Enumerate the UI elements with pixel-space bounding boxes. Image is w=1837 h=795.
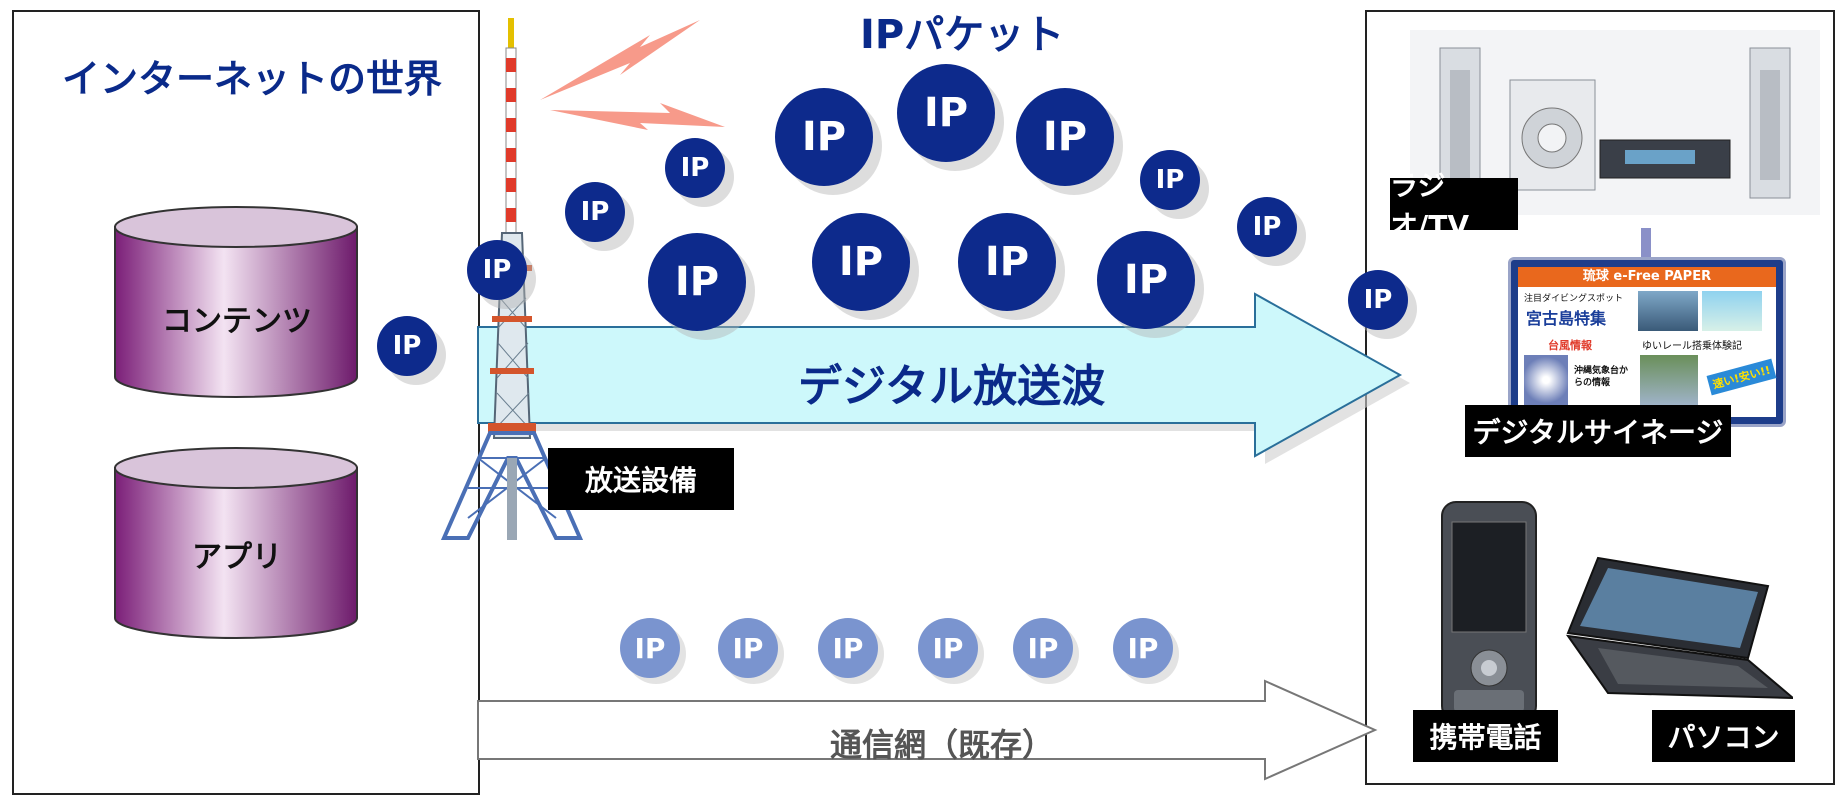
apps-label: アプリ: [192, 540, 282, 575]
ip-packet: IP: [958, 213, 1056, 311]
signage-rail: ゆいレール搭乗体験記: [1642, 341, 1742, 352]
signage-typhoon: 台風情報: [1548, 339, 1592, 352]
signage-tag: デジタルサイネージ: [1465, 405, 1731, 457]
ip-packet: IP: [1140, 150, 1200, 210]
broadcast-tower: [440, 18, 584, 540]
ip-packet: IP: [1237, 197, 1297, 257]
ip-packet-network: IP: [1113, 618, 1173, 678]
apps-cylinder: [114, 447, 358, 639]
ip-packet-network: IP: [718, 618, 778, 678]
ip-packet: IP: [775, 88, 873, 186]
network-label: 通信網（既存）: [830, 726, 1055, 764]
pc-tag: パソコン: [1652, 710, 1795, 762]
contents-label: コンテンツ: [162, 304, 312, 339]
signage-pole: [1641, 228, 1651, 258]
ip-packet: IP: [377, 316, 437, 376]
ip-packet-network: IP: [620, 618, 680, 678]
ip-packet: IP: [812, 213, 910, 311]
signage-display: 琉球 e-Free PAPER 注目ダイビングスポット 宮古島特集 台風情報 ゆ…: [1518, 267, 1777, 417]
internet-world-title: インターネットの世界: [62, 57, 443, 101]
ip-packet-network: IP: [1013, 618, 1073, 678]
ip-packet: IP: [1348, 270, 1408, 330]
ip-packet: IP: [897, 64, 995, 162]
broadcast-wave-arrow: [477, 292, 1410, 464]
signage-rail-image: [1640, 355, 1698, 405]
ip-packet: IP: [1097, 231, 1195, 329]
ip-packet: IP: [665, 138, 725, 198]
ip-packet: IP: [565, 182, 625, 242]
signage-sub: 注目ダイビングスポット: [1524, 294, 1624, 304]
signage-typhoon-image: [1524, 355, 1568, 405]
network-arrow: [477, 679, 1378, 781]
signage-photo-beach: [1702, 291, 1762, 331]
signage-promo: 速い!安い!!: [1706, 358, 1777, 396]
broadcast-wave-label: デジタル放送波: [798, 361, 1106, 412]
ip-packet-network: IP: [918, 618, 978, 678]
broadcast-equipment-tag: 放送設備: [548, 448, 734, 510]
ip-packet-network: IP: [818, 618, 878, 678]
signage-header: 琉球 e-Free PAPER: [1518, 267, 1776, 287]
mobile-phone-illustration: [1441, 501, 1537, 721]
ip-packet: IP: [1016, 88, 1114, 186]
internet-world-panel: [12, 10, 480, 795]
signage-headline: 宮古島特集: [1526, 309, 1607, 328]
pc-illustration: [1565, 556, 1793, 700]
radio-wave-bolts: [540, 20, 725, 130]
ip-packet: IP: [648, 233, 746, 331]
signage-screen: 琉球 e-Free PAPER 注目ダイビングスポット 宮古島特集 台風情報 ゆ…: [1508, 257, 1786, 427]
signage-weather: 沖縄気象台からの情報: [1574, 366, 1629, 388]
ip-packet-title: IPパケット: [860, 12, 1065, 58]
contents-cylinder: [114, 206, 358, 398]
radio-tv-tag: ラジオ/TV: [1390, 169, 1518, 242]
mobile-tag: 携帯電話: [1413, 710, 1558, 762]
signage-photo-cave: [1638, 291, 1698, 331]
ip-packet: IP: [467, 240, 527, 300]
